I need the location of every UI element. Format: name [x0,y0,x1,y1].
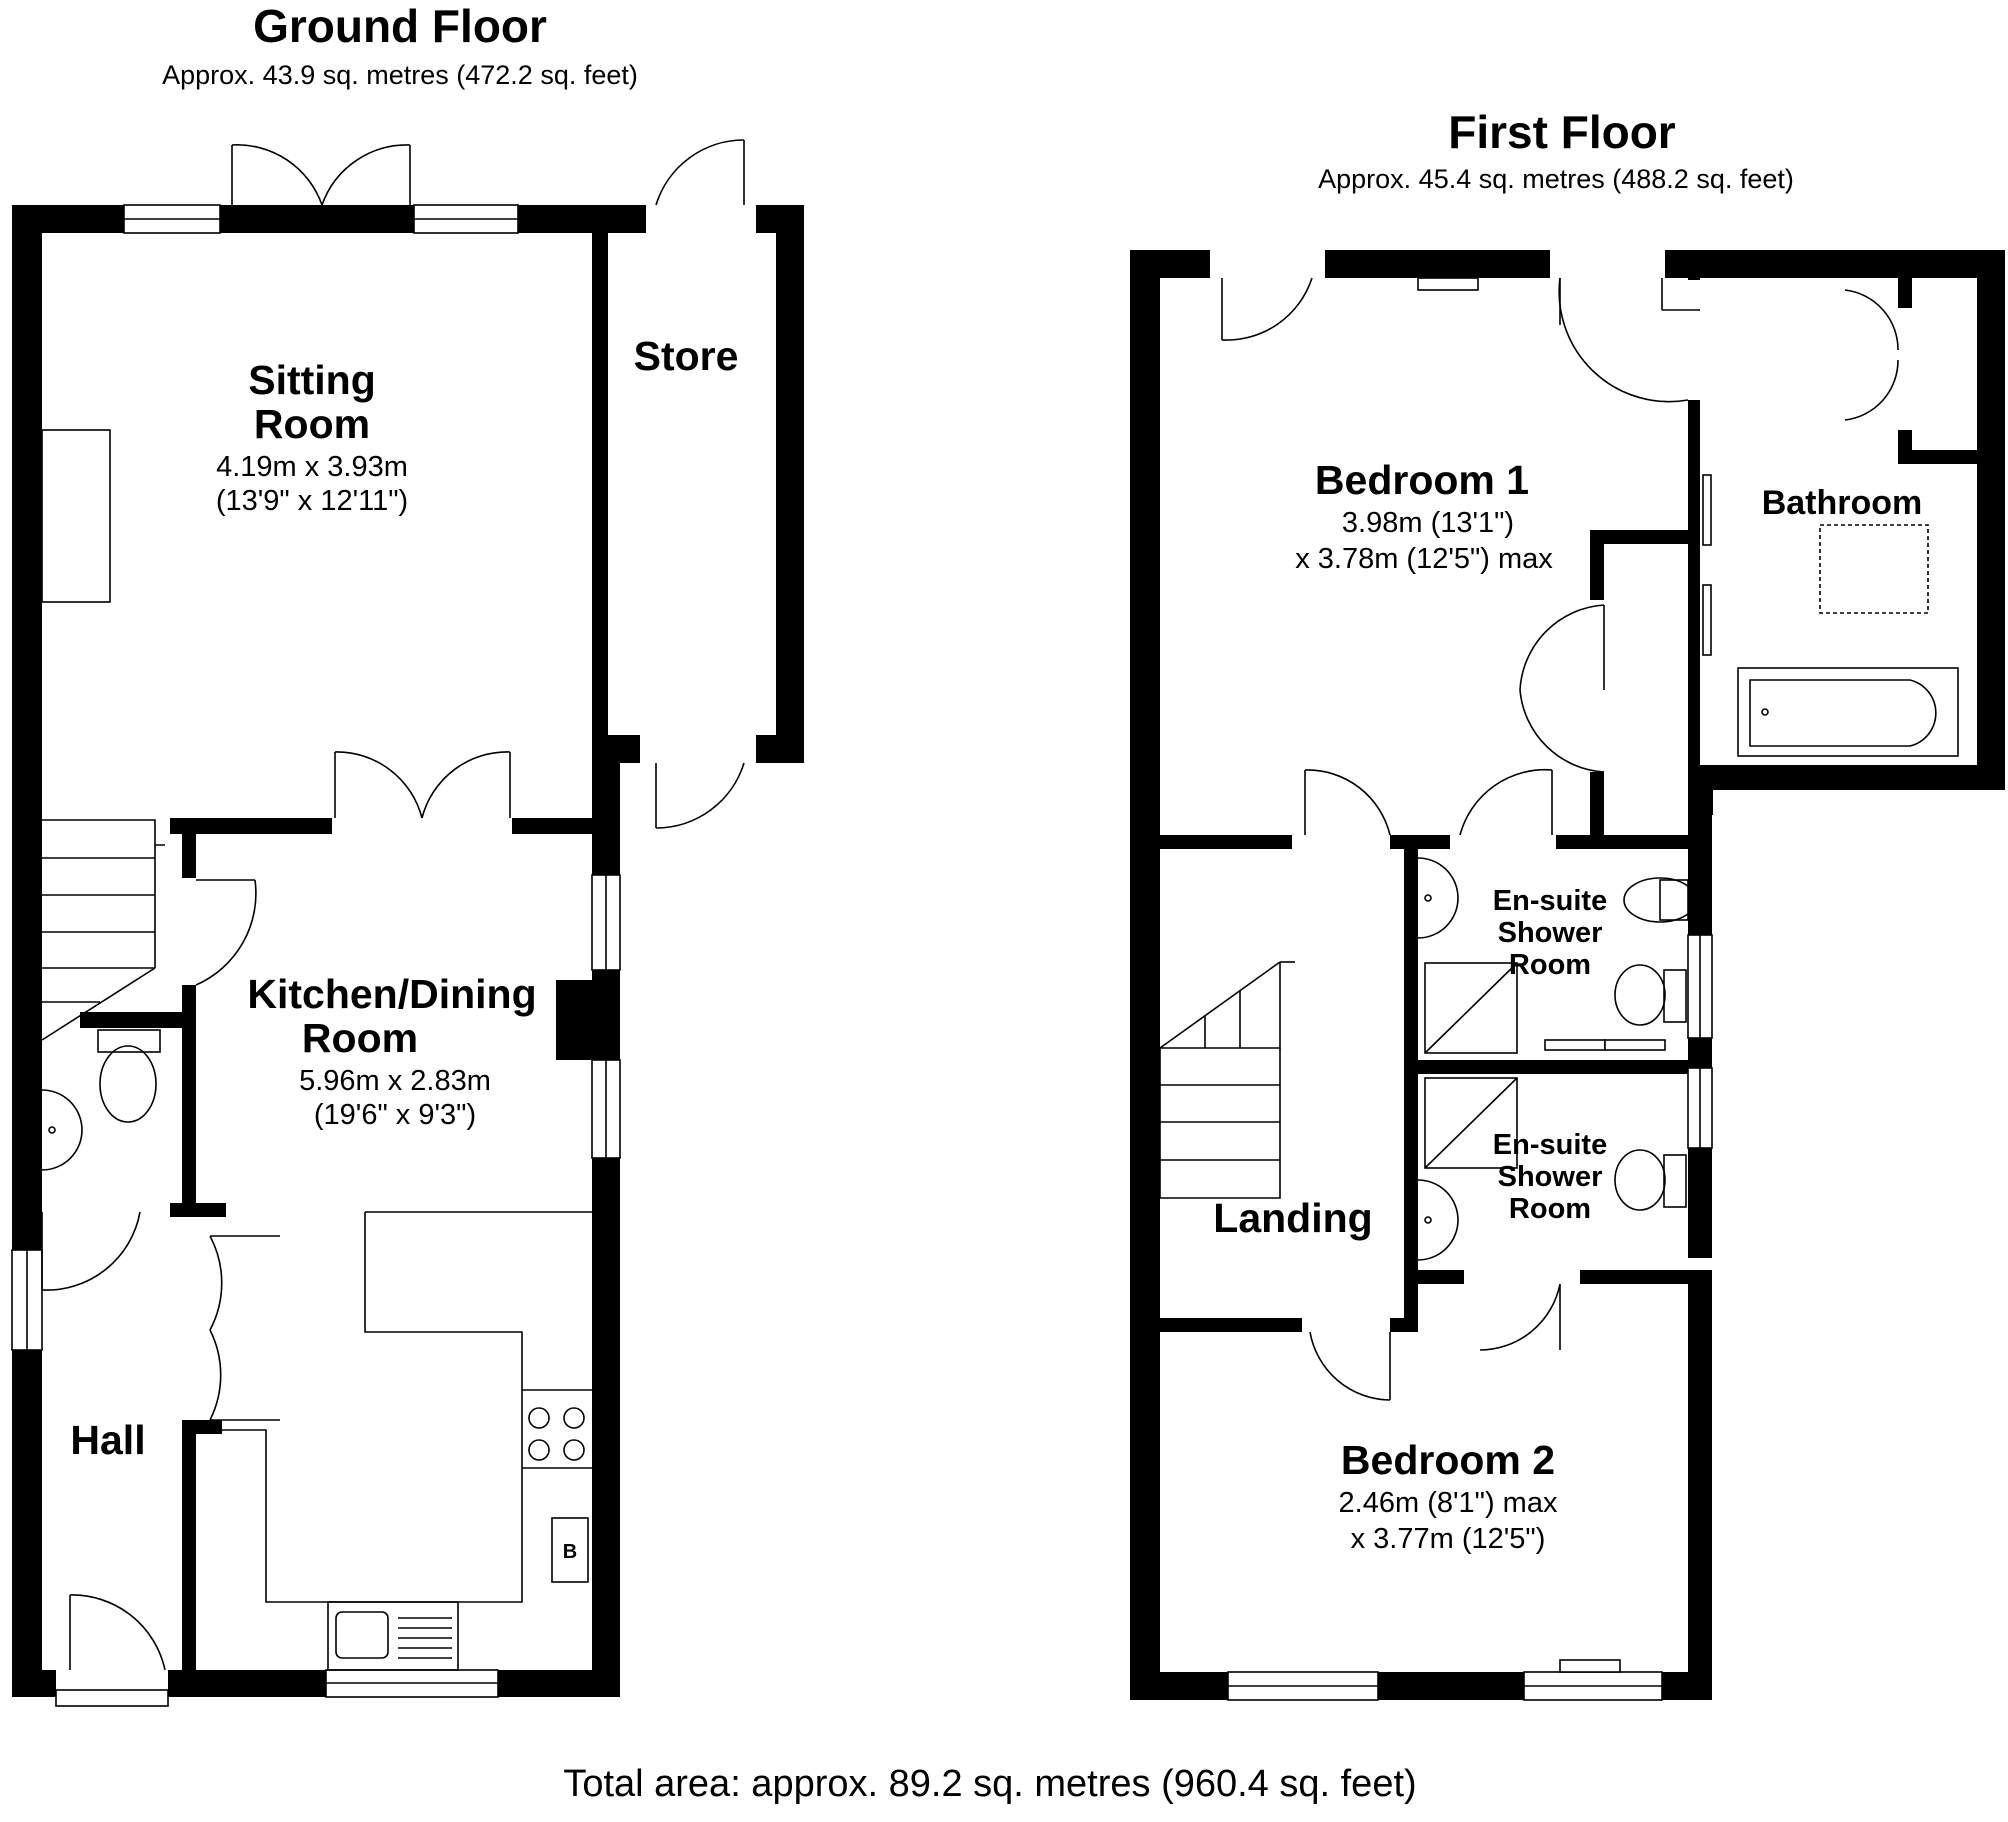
bedroom2-dim1: 2.46m (8'1") max [1339,1487,1558,1519]
first-floor-title: First Floor [1448,106,1676,158]
ground-floor-title: Ground Floor [253,0,547,52]
ensuite1-line2: Shower [1498,917,1603,949]
kitchen-room-dim1: 5.96m x 2.83m [299,1065,491,1097]
ensuite1-line1: En-suite [1493,885,1607,917]
first-floor-walls [1130,250,2005,1700]
ensuite1-line3: Room [1509,949,1591,981]
ensuite2-line1: En-suite [1493,1129,1607,1161]
bedroom2-label: Bedroom 2 2.46m (8'1") max x 3.77m (12'5… [1339,1437,1558,1555]
first-floor-doors [1221,277,1899,1401]
first-floor-area: Approx. 45.4 sq. metres (488.2 sq. feet) [1318,164,1794,194]
kitchen-room-name-line2: Room [302,1015,418,1061]
ensuite2-line2: Shower [1498,1161,1603,1193]
first-floor-plan: First Floor Approx. 45.4 sq. metres (488… [1130,106,2005,1701]
kitchen-room-label: Kitchen/Dining Room 5.96m x 2.83m (19'6"… [247,971,536,1131]
sitting-room-dim2: (13'9" x 12'11") [216,485,408,517]
bedroom1-dim1: 3.98m (13'1") [1342,507,1514,539]
ground-floor-windows [11,204,621,1707]
ground-floor-area: Approx. 43.9 sq. metres (472.2 sq. feet) [162,60,638,90]
ensuite2-line3: Room [1509,1193,1591,1225]
first-floor-windows [1227,277,1713,1701]
ground-floor-walls [12,205,804,1697]
landing-name: Landing [1213,1195,1372,1241]
sitting-room-name-line1: Sitting [248,357,376,403]
store-room-name: Store [634,333,739,379]
bedroom2-dim2: x 3.77m (12'5") [1351,1523,1546,1555]
ground-floor-plan: Ground Floor Approx. 43.9 sq. metres (47… [11,0,804,1707]
bedroom1-label: Bedroom 1 3.98m (13'1") x 3.78m (12'5") … [1295,457,1553,575]
first-floor-fixtures [1159,474,1959,1261]
sitting-room-label: Sitting Room 4.19m x 3.93m (13'9" x 12'1… [216,357,408,517]
bedroom1-dim2: x 3.78m (12'5") max [1295,543,1553,575]
ground-floor-fixtures: B [41,429,592,1671]
ensuite2-label: En-suite Shower Room [1493,1129,1607,1225]
sitting-room-name-line2: Room [254,401,370,447]
sitting-room-dim1: 4.19m x 3.93m [216,451,408,483]
bedroom1-name: Bedroom 1 [1315,457,1529,503]
bathroom-name: Bathroom [1762,484,1923,522]
ground-floor-doors [41,139,745,1671]
boiler-label: B [563,1541,577,1563]
ensuite1-label: En-suite Shower Room [1493,885,1607,981]
total-area: Total area: approx. 89.2 sq. metres (960… [563,1763,1416,1805]
hall-room-name: Hall [70,1417,145,1463]
kitchen-room-dim2: (19'6" x 9'3") [314,1099,476,1131]
bedroom2-name: Bedroom 2 [1341,1437,1555,1483]
kitchen-room-name-line1: Kitchen/Dining [247,971,536,1017]
